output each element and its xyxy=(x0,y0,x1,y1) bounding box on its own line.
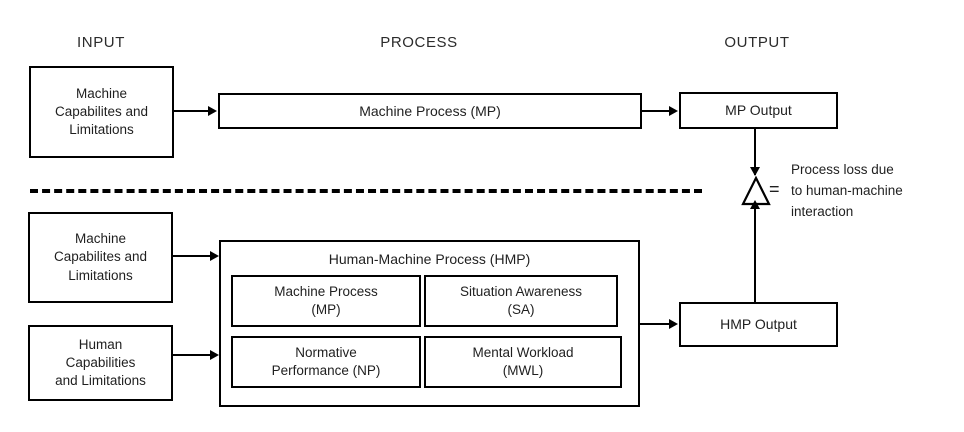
input-box-machine-bottom[interactable]: Machine Capabilites and Limitations xyxy=(28,212,173,303)
output-box-mp-output[interactable]: MP Output xyxy=(679,92,838,129)
arrow-line-mp-to-mp-output xyxy=(642,110,671,112)
arrow-line-machine-to-hmp xyxy=(173,255,212,257)
input-box-machine-bottom-label: Machine Capabilites and Limitations xyxy=(53,231,148,283)
arrow-line-input-to-mp xyxy=(174,110,210,112)
arrow-line-hmp-output-to-delta xyxy=(754,206,756,302)
hmp-component-normative-performance[interactable]: Normative Performance (NP) xyxy=(231,336,421,388)
hmp-component-normative-performance-label: Normative Performance (NP) xyxy=(271,344,381,378)
input-box-human-label: Human Capabilities and Limitations xyxy=(55,336,146,389)
arrow-head-hmp-to-hmp-output xyxy=(669,318,678,329)
arrow-head-input-to-mp xyxy=(208,105,217,116)
arrow-head-machine-to-hmp xyxy=(210,250,219,261)
process-loss-annotation: Process loss due to human-machine intera… xyxy=(791,162,903,219)
hmp-component-situation-awareness[interactable]: Situation Awareness (SA) xyxy=(424,275,618,327)
column-header-output: OUTPUT xyxy=(724,34,790,51)
output-box-mp-output-label: MP Output xyxy=(725,102,792,119)
hmp-component-mental-workload-label: Mental Workload (MWL) xyxy=(472,344,574,378)
process-box-machine-process-label: Machine Process (MP) xyxy=(359,102,501,119)
arrow-head-hmp-output-to-delta xyxy=(749,200,760,209)
arrow-line-hmp-to-hmp-output xyxy=(640,323,671,325)
hmp-component-machine-process-label: Machine Process (MP) xyxy=(274,283,378,317)
arrow-line-mp-output-to-delta xyxy=(754,129,756,175)
hmp-component-situation-awareness-label: Situation Awareness (SA) xyxy=(459,283,583,317)
input-box-machine-top-label: Machine Capabilites and Limitations xyxy=(54,85,149,138)
input-box-human[interactable]: Human Capabilities and Limitations xyxy=(28,325,173,401)
equals-sign: = xyxy=(769,179,780,199)
arrow-head-mp-output-to-delta xyxy=(749,167,760,176)
arrow-head-human-to-hmp xyxy=(210,349,219,360)
hmp-component-machine-process[interactable]: Machine Process (MP) xyxy=(231,275,421,327)
process-box-machine-process[interactable]: Machine Process (MP) xyxy=(218,93,642,129)
section-divider xyxy=(30,189,702,193)
input-box-machine-top[interactable]: Machine Capabilites and Limitations xyxy=(29,66,174,158)
column-header-input: INPUT xyxy=(77,34,125,51)
hmp-title: Human-Machine Process (HMP) xyxy=(328,251,531,267)
output-box-hmp-output-label: HMP Output xyxy=(720,316,797,333)
arrow-line-human-to-hmp xyxy=(173,354,212,356)
column-header-process: PROCESS xyxy=(380,34,458,51)
arrow-head-mp-to-mp-output xyxy=(669,105,678,116)
hmp-component-mental-workload[interactable]: Mental Workload (MWL) xyxy=(424,336,622,388)
output-box-hmp-output[interactable]: HMP Output xyxy=(679,302,838,347)
